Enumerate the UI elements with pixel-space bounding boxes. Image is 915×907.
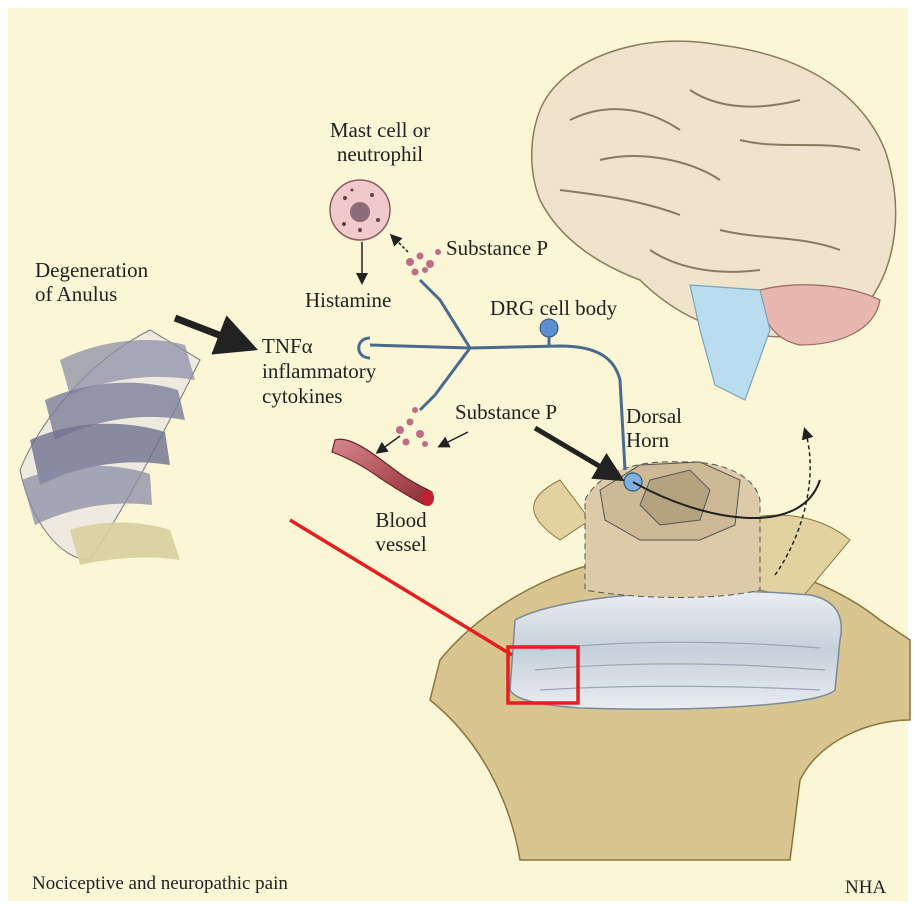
- dorsal-horn-label-line-1: Dorsal: [626, 404, 682, 428]
- mast-cell-label-line-1: Mast cell or: [300, 118, 460, 142]
- substance-p-mid-label: Substance P: [455, 400, 557, 424]
- substance-p-top-label: Substance P: [446, 236, 548, 260]
- tnf-label-line-1: TNFα: [262, 334, 376, 359]
- blood-vessel-label-line-1: Blood: [356, 508, 446, 532]
- tnf-label-line-2: inflammatory: [262, 359, 376, 384]
- mast-cell-label-line-2: neutrophil: [300, 142, 460, 166]
- tnf-label: TNFα inflammatory cytokines: [262, 334, 376, 409]
- degeneration-label: Degeneration of Anulus: [35, 258, 148, 306]
- degeneration-label-line-2: of Anulus: [35, 282, 148, 306]
- drg-cell-body-label: DRG cell body: [490, 296, 617, 320]
- drg-cell-body-dot: [540, 319, 558, 337]
- figure-caption: Nociceptive and neuropathic pain: [32, 872, 288, 896]
- degeneration-label-line-1: Degeneration: [35, 258, 148, 282]
- mast-cell-label: Mast cell or neutrophil: [300, 118, 460, 166]
- credit-label: NHA: [845, 876, 886, 900]
- dorsal-horn-label-line-2: Horn: [626, 428, 682, 452]
- blood-vessel-label: Blood vessel: [356, 508, 446, 556]
- tnf-label-line-3: cytokines: [262, 384, 376, 409]
- mast-cell: [330, 180, 390, 240]
- histamine-label: Histamine: [305, 288, 391, 312]
- blood-vessel-label-line-2: vessel: [356, 532, 446, 556]
- dorsal-horn-label: Dorsal Horn: [626, 404, 682, 452]
